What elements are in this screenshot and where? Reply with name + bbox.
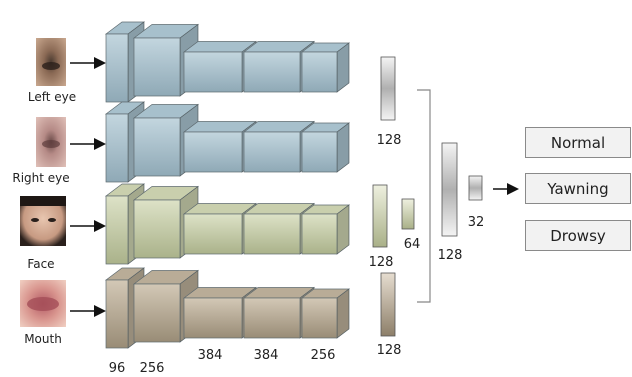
- conv-layer-left-eye-5: [300, 42, 351, 93]
- layer-front-face: [105, 33, 129, 103]
- layer-front-face: [183, 297, 243, 339]
- branch-mouth: [104, 267, 351, 349]
- layer-size-2: 256: [140, 361, 165, 376]
- output-drowsy: Drowsy: [525, 220, 631, 251]
- layer-front-face: [301, 213, 338, 255]
- layer-front-face: [301, 131, 338, 173]
- right-eye-label: Right eye: [12, 171, 69, 185]
- label-branch-mouth: 128: [377, 343, 402, 358]
- layer-side-shade: [337, 43, 349, 92]
- face-eye-left: [31, 218, 39, 222]
- output-yawning-label: Yawning: [547, 179, 609, 198]
- face-eye-right: [48, 218, 56, 222]
- output-drowsy-label: Drowsy: [550, 226, 606, 245]
- branch-output-labels: 128 128 64 128: [369, 133, 421, 358]
- layer-side-shade: [337, 123, 349, 172]
- layer-size-labels: 96 256 384 384 256: [109, 348, 336, 376]
- layer-size-1: 96: [109, 361, 126, 376]
- conv-layer-right-eye-5: [300, 122, 351, 173]
- input-mouth: Mouth: [20, 280, 66, 346]
- layer-front-face: [243, 131, 301, 173]
- layer-size-3: 384: [198, 348, 223, 363]
- layer-front-face: [301, 51, 338, 93]
- layer-size-4: 384: [254, 348, 279, 363]
- output-yawning: Yawning: [525, 173, 631, 204]
- mouth-lips: [27, 297, 59, 311]
- input-face: Face: [20, 196, 66, 271]
- fusion-bar-32: [468, 175, 483, 201]
- bar-face-128: [372, 184, 388, 248]
- label-branch-face: 128: [369, 255, 394, 270]
- branch-right-eye: [104, 101, 351, 183]
- right-eye-shape: [42, 140, 60, 148]
- output-normal-label: Normal: [550, 133, 606, 152]
- label-fusion-32: 32: [468, 215, 485, 230]
- input-arrows: [70, 57, 106, 317]
- layer-front-face: [243, 213, 301, 255]
- layer-front-face: [133, 37, 181, 97]
- layer-front-face: [133, 283, 181, 343]
- layer-front-face: [301, 297, 338, 339]
- layer-front-face: [243, 51, 301, 93]
- layer-front-face: [105, 279, 129, 349]
- mouth-label: Mouth: [24, 332, 62, 346]
- layer-front-face: [105, 195, 129, 265]
- output-normal: Normal: [525, 127, 631, 158]
- layer-front-face: [133, 117, 181, 177]
- face-hair: [20, 196, 66, 206]
- input-left-eye: Left eye: [28, 38, 76, 104]
- face-label: Face: [27, 257, 54, 271]
- bar-mouth: [380, 272, 396, 337]
- branch-face: [104, 183, 351, 265]
- layer-front-face: [133, 199, 181, 259]
- label-fusion-128: 128: [438, 248, 463, 263]
- layer-front-face: [243, 297, 301, 339]
- left-eye-label: Left eye: [28, 90, 76, 104]
- concat-bracket: [417, 89, 431, 303]
- cnn-branches: [104, 21, 351, 349]
- layer-side-shade: [337, 289, 349, 338]
- conv-layer-face-5: [300, 204, 351, 255]
- conv-layer-mouth-5: [300, 288, 351, 339]
- branch-output-bars: [372, 56, 415, 337]
- bar-left-eye: [380, 56, 396, 121]
- input-right-eye: Right eye: [12, 117, 70, 185]
- layer-side-shade: [337, 205, 349, 254]
- layer-front-face: [105, 113, 129, 183]
- bar-face-64: [401, 198, 415, 230]
- layer-front-face: [183, 51, 243, 93]
- layer-front-face: [183, 131, 243, 173]
- layer-front-face: [183, 213, 243, 255]
- left-eye-pupil: [42, 62, 60, 70]
- layer-size-5: 256: [311, 348, 336, 363]
- label-branch-left-eye: 128: [377, 133, 402, 148]
- fusion-bar-128: [441, 142, 458, 237]
- label-branch-face-small: 64: [404, 237, 421, 252]
- branch-left-eye: [104, 21, 351, 103]
